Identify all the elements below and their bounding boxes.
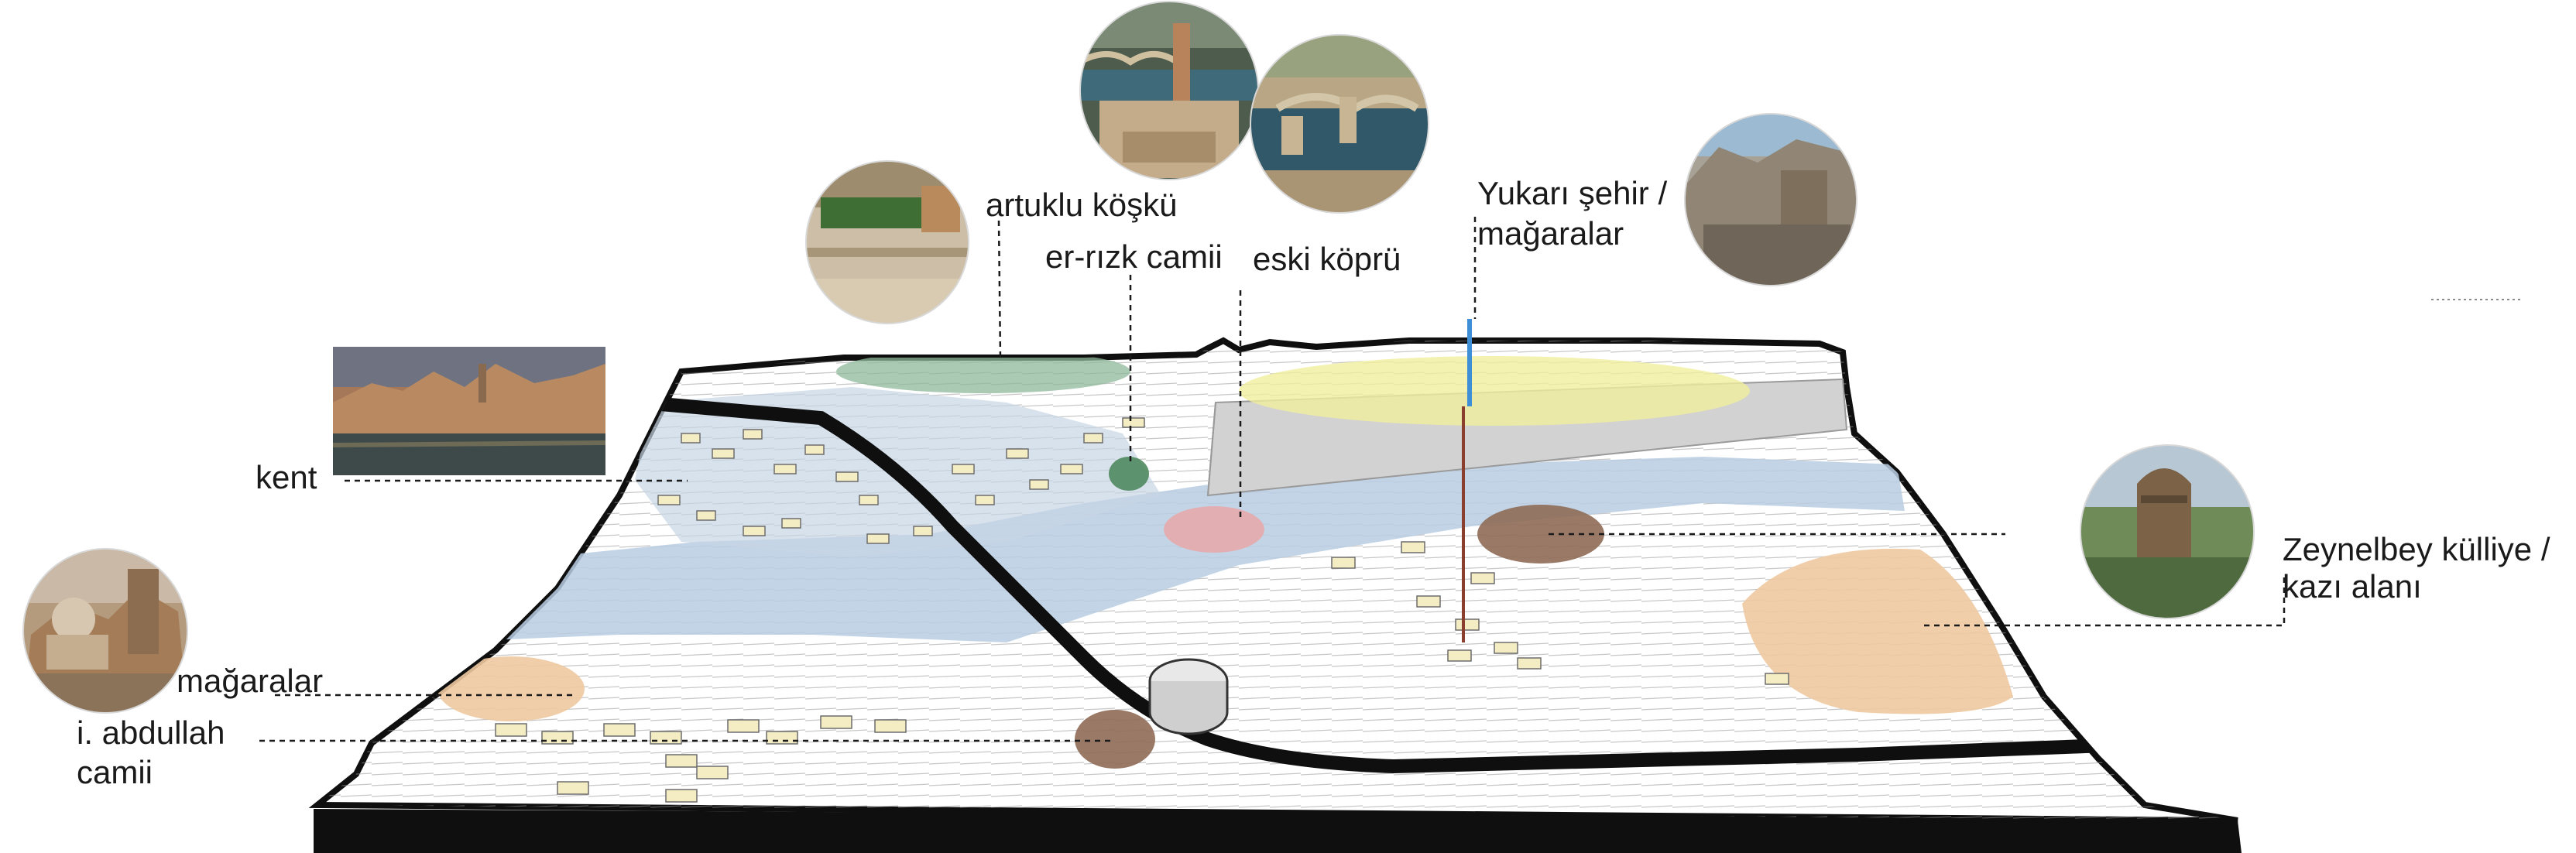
label-zeynelbey-line2: kazı alanı bbox=[2283, 568, 2422, 605]
eski-kopru-zone bbox=[1164, 506, 1264, 553]
zeynelbey-photo-ring bbox=[2080, 444, 2255, 619]
buildings bbox=[495, 417, 1789, 803]
magaralar-photo-ring bbox=[22, 548, 188, 714]
river-water bbox=[434, 457, 1905, 642]
eski-kopru-photo bbox=[1250, 35, 1429, 213]
label-errizk: er-rızk camii bbox=[1045, 238, 1223, 275]
label-yukari-line2: mağaralar bbox=[1477, 215, 1624, 252]
cave-zone-right bbox=[1477, 505, 1604, 564]
errizk-zone bbox=[1109, 457, 1149, 491]
label-abdullah-line1: i. abdullah bbox=[77, 714, 225, 751]
leader-lines bbox=[259, 217, 2286, 742]
yukari-photo-ring bbox=[1684, 113, 1857, 286]
label-zeynelbey-line1: Zeynelbey külliye / bbox=[2283, 531, 2550, 567]
eski-kopru-photo-ring bbox=[1250, 34, 1429, 214]
kent-photo bbox=[333, 347, 605, 475]
zeynelbey-zone bbox=[1742, 548, 2013, 714]
label-abdullah-line2: camii bbox=[77, 754, 153, 790]
model-base bbox=[314, 809, 2242, 853]
label-kent: kent bbox=[256, 459, 317, 495]
yukari-sehir-zone bbox=[1239, 356, 1750, 426]
artuklu-photo-ring bbox=[805, 160, 969, 324]
artuklu-photo bbox=[806, 161, 969, 324]
main-road bbox=[636, 396, 2175, 774]
label-yukari-line1: Yukarı şehir / bbox=[1477, 175, 1668, 211]
abdullah-zone bbox=[1075, 710, 1155, 769]
artuklu-zone bbox=[836, 350, 1130, 393]
zeynelbey-photo bbox=[2080, 445, 2254, 618]
label-eski-kopru: eski köprü bbox=[1253, 241, 1401, 277]
errizk-photo bbox=[1080, 2, 1258, 180]
round-structure bbox=[1148, 658, 1229, 735]
magaralar-zone bbox=[437, 656, 585, 721]
label-artuklu: artuklu köşkü bbox=[986, 187, 1178, 223]
yukari-sehir-photo bbox=[1685, 114, 1857, 286]
magaralar-abdullah-photo bbox=[23, 549, 187, 713]
label-magaralar: mağaralar bbox=[177, 663, 324, 699]
